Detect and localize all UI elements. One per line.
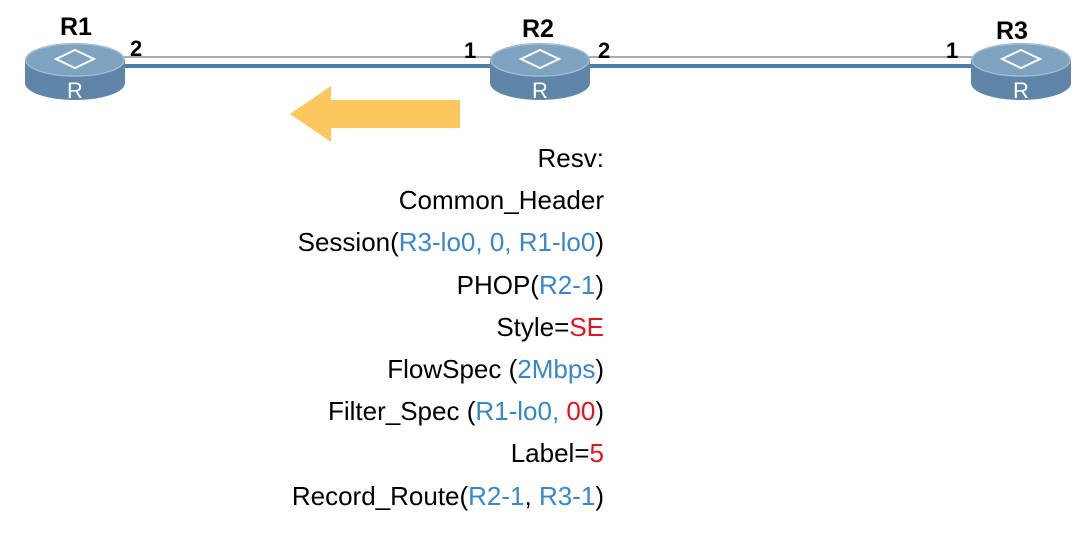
message-text: ) [595, 227, 604, 258]
router-label-r3: R3 [996, 17, 1028, 45]
message-text: ) [595, 354, 604, 385]
message-text: ) [595, 269, 604, 300]
message-text: Resv: [537, 143, 604, 173]
message-text: 00 [566, 396, 596, 427]
message-text: Record_Route( [291, 480, 469, 511]
port-label-r2-2: 2 [598, 38, 611, 63]
message-text: ) [595, 396, 604, 427]
router-letter: R [67, 78, 83, 103]
message-text: Session( [297, 227, 399, 258]
message-text: ) [595, 480, 604, 511]
message-text: Label= [510, 438, 590, 469]
message-text: 5 [589, 438, 604, 469]
message-text: R3-1 [538, 480, 596, 511]
router-icon: R [490, 43, 590, 103]
message-line-label: Label=5 [292, 432, 604, 474]
message-text: R2-1 [538, 269, 596, 300]
router-r3: R [968, 41, 1074, 103]
message-text: FlowSpec ( [387, 354, 518, 385]
router-label-r2: R2 [522, 15, 554, 43]
message-line-style: Style=SE [292, 306, 604, 348]
message-text: R1-lo0, [475, 396, 567, 427]
link-r1-r2 [124, 56, 492, 68]
router-icon: R [25, 43, 125, 103]
message-text: PHOP( [456, 269, 539, 300]
message-text: Style= [496, 311, 570, 342]
message-line-flowspec: FlowSpec (2Mbps) [292, 348, 604, 390]
message-text: R3-lo0, 0, R1-lo0 [398, 227, 596, 258]
router-letter: R [532, 78, 548, 103]
router-icon: R [971, 43, 1071, 103]
router-r1: R [22, 41, 128, 103]
message-text: 2Mbps [517, 354, 596, 385]
message-text: R2-1 [468, 480, 525, 511]
link-r2-r3 [588, 56, 973, 68]
port-label-r3-1: 1 [946, 38, 959, 63]
message-text: Filter_Spec ( [327, 396, 476, 427]
router-r2: R [487, 41, 593, 103]
message-text: SE [569, 311, 604, 342]
message-line-session: Session(R3-lo0, 0, R1-lo0) [292, 221, 604, 263]
message-line-resv: Resv: [292, 137, 604, 179]
message-line-phop: PHOP(R2-1) [292, 264, 604, 306]
port-label-r1-2: 2 [130, 36, 143, 61]
message-line-common-header: Common_Header [292, 179, 604, 221]
router-letter: R [1013, 78, 1029, 103]
port-label-r2-1: 1 [464, 38, 477, 63]
message-text: , [524, 480, 539, 511]
message-line-record-route: Record_Route(R2-1, R3-1) [292, 475, 604, 517]
message-text: Common_Header [398, 185, 604, 216]
router-label-r1: R1 [60, 13, 92, 41]
message-line-filter-spec: Filter_Spec (R1-lo0, 00) [292, 390, 604, 432]
left-arrow-icon [290, 86, 460, 142]
